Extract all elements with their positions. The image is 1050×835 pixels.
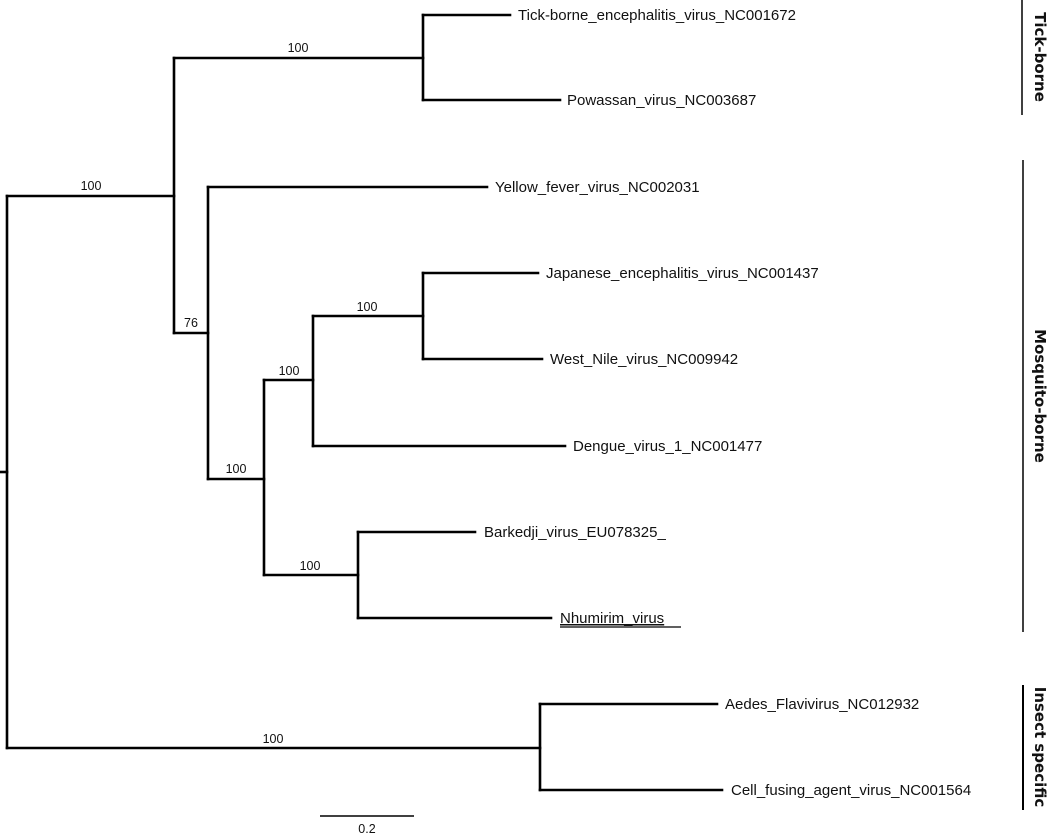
bootstrap-value: 100	[279, 364, 300, 378]
bootstrap-value: 100	[263, 732, 284, 746]
bootstrap-values: 100 100 76 100 100 100 100 100	[81, 41, 378, 746]
leaf-label: Cell_fusing_agent_virus_NC001564	[731, 782, 971, 799]
leaf-label-highlighted: Nhumirim_virus	[560, 610, 664, 627]
group-label-mosquito-borne: Mosquito-borne	[1031, 329, 1049, 463]
group-label-insect-specific: Insect specific	[1031, 687, 1049, 808]
scale-bar: 0.2	[320, 815, 414, 835]
bootstrap-value: 100	[81, 179, 102, 193]
leaf-label: Yellow_fever_virus_NC002031	[495, 179, 700, 196]
leaf-label: Dengue_virus_1_NC001477	[573, 438, 762, 455]
group-label-tick-borne: Tick-borne	[1031, 12, 1049, 102]
bootstrap-value: 100	[226, 462, 247, 476]
leaf-label: Japanese_encephalitis_virus_NC001437	[546, 265, 819, 282]
group-brackets: Tick-borne Mosquito-borne Insect specifi…	[1021, 0, 1049, 810]
bootstrap-value: 100	[288, 41, 309, 55]
leaf-label: Barkedji_virus_EU078325_	[484, 524, 666, 541]
leaf-labels: Tick-borne_encephalitis_virus_NC001672 P…	[484, 7, 971, 799]
scale-bar-label: 0.2	[358, 822, 375, 835]
bootstrap-value: 100	[300, 559, 321, 573]
leaf-label: Powassan_virus_NC003687	[567, 92, 756, 109]
leaf-label: Aedes_Flavivirus_NC012932	[725, 696, 919, 713]
bootstrap-value: 100	[357, 300, 378, 314]
leaf-label: Tick-borne_encephalitis_virus_NC001672	[518, 7, 796, 24]
tree-branches	[0, 13, 724, 792]
leaf-label: West_Nile_virus_NC009942	[550, 351, 738, 368]
bootstrap-value: 76	[184, 316, 198, 330]
